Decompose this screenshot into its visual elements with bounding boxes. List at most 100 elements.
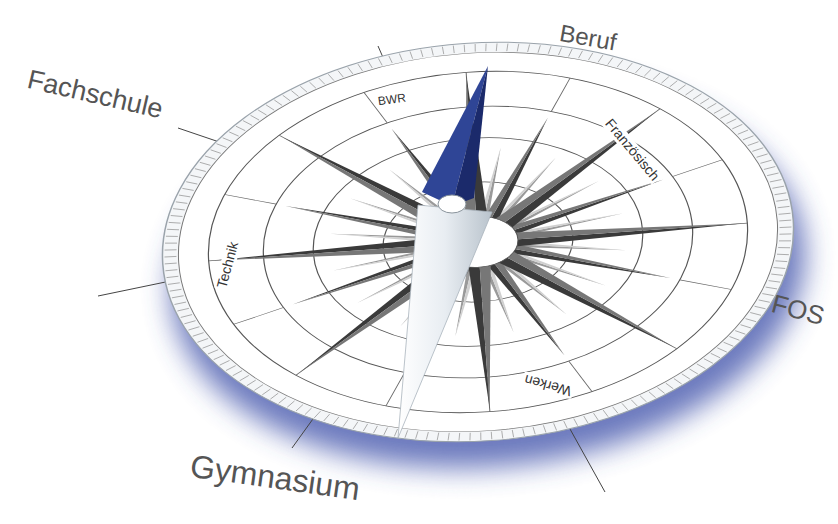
needle-north <box>452 66 488 206</box>
scale-tick <box>748 142 759 146</box>
scale-tick <box>578 51 583 58</box>
band-divider <box>225 191 277 208</box>
needle-south <box>398 205 492 438</box>
scale-tick <box>338 70 343 77</box>
scale-tick <box>179 194 190 197</box>
scale-tick <box>165 249 177 250</box>
scale-tick <box>166 235 178 237</box>
scale-tick <box>343 419 349 426</box>
scale-tick <box>176 201 188 204</box>
scale-tick <box>300 86 307 93</box>
scale-tick <box>666 383 673 390</box>
scale-tick <box>353 422 359 429</box>
scale-tick <box>193 333 204 337</box>
scale-tick <box>358 64 363 71</box>
scale-tick <box>195 168 206 172</box>
band-divider <box>549 78 572 111</box>
scale-tick <box>704 358 713 364</box>
scale-tick <box>363 424 368 431</box>
scale-tick <box>720 113 730 118</box>
scale-tick <box>266 104 274 110</box>
scale-tick <box>674 378 682 384</box>
scale-tick <box>649 391 656 398</box>
scale-tick <box>767 173 779 176</box>
scale-tick <box>762 293 773 297</box>
scale-tick <box>172 296 184 298</box>
scale-tick <box>697 363 706 369</box>
scale-tick <box>421 50 423 58</box>
scale-tick <box>714 108 724 113</box>
scale-tick <box>693 94 702 100</box>
scale-tick <box>258 109 266 115</box>
needle-hub <box>438 195 466 213</box>
scale-tick <box>177 308 189 311</box>
scale-tick <box>247 380 257 385</box>
scale-tick <box>474 44 476 52</box>
scale-tick <box>732 124 743 128</box>
scale-tick <box>432 48 434 56</box>
scale-tick <box>779 213 791 214</box>
scale-tick <box>283 95 290 102</box>
needle-north <box>422 66 488 206</box>
scale-tick <box>469 433 470 441</box>
scale-tick <box>631 399 637 406</box>
scale-tick <box>480 432 482 440</box>
scale-tick <box>777 253 789 255</box>
scale-tick <box>775 260 787 262</box>
scale-tick <box>373 426 378 433</box>
scale-tick <box>270 393 279 399</box>
scale-tick <box>685 89 694 95</box>
scale-tick <box>774 193 786 195</box>
scale-tick <box>682 373 690 379</box>
scale-tick <box>724 342 734 347</box>
scale-tick <box>171 215 183 218</box>
scale-tick <box>314 411 321 418</box>
scale-tick <box>200 162 211 166</box>
scale-tick <box>735 330 745 335</box>
scale-tick <box>622 403 628 410</box>
scale-tick <box>661 77 669 83</box>
scale-tick <box>319 78 325 85</box>
scale-tick <box>607 57 613 64</box>
compass-disc <box>149 21 807 462</box>
scale-tick <box>501 431 503 439</box>
disc-face <box>166 33 791 452</box>
scale-tick <box>202 344 213 348</box>
scale-tick <box>598 55 604 62</box>
scale-tick <box>170 289 182 291</box>
scale-tick <box>410 51 413 59</box>
scale-tick <box>399 53 402 61</box>
scale-tick <box>211 149 221 154</box>
scale-tick <box>741 324 751 329</box>
scale-tick <box>274 99 282 105</box>
scale-tick <box>181 315 193 318</box>
scale-tick <box>166 276 178 277</box>
scale-tick <box>491 432 493 440</box>
scale-tick <box>689 368 697 374</box>
scale-tick <box>262 389 271 395</box>
scale-tick <box>764 167 776 170</box>
scale-tick <box>415 431 418 439</box>
scale-tick <box>223 137 233 142</box>
scale-tick <box>197 338 208 342</box>
scale-tick <box>168 283 180 285</box>
scale-tick <box>537 45 540 53</box>
scale-tick <box>640 395 646 402</box>
scale-tick <box>769 280 781 283</box>
scale-tick <box>186 181 197 185</box>
scale-tick <box>574 418 578 425</box>
scale-tick <box>726 119 736 124</box>
scale-tick <box>635 66 642 73</box>
scale-tick <box>778 206 790 207</box>
scale-tick <box>458 433 460 441</box>
band-divider <box>672 160 724 177</box>
direction-label: Gymnasium <box>188 449 362 508</box>
scale-tick <box>700 98 710 103</box>
scale-tick <box>613 406 618 413</box>
scale-tick <box>226 366 236 371</box>
scale-tick <box>584 416 588 423</box>
scale-tick <box>305 408 312 415</box>
scale-tick <box>190 174 201 178</box>
scale-tick <box>213 355 224 359</box>
